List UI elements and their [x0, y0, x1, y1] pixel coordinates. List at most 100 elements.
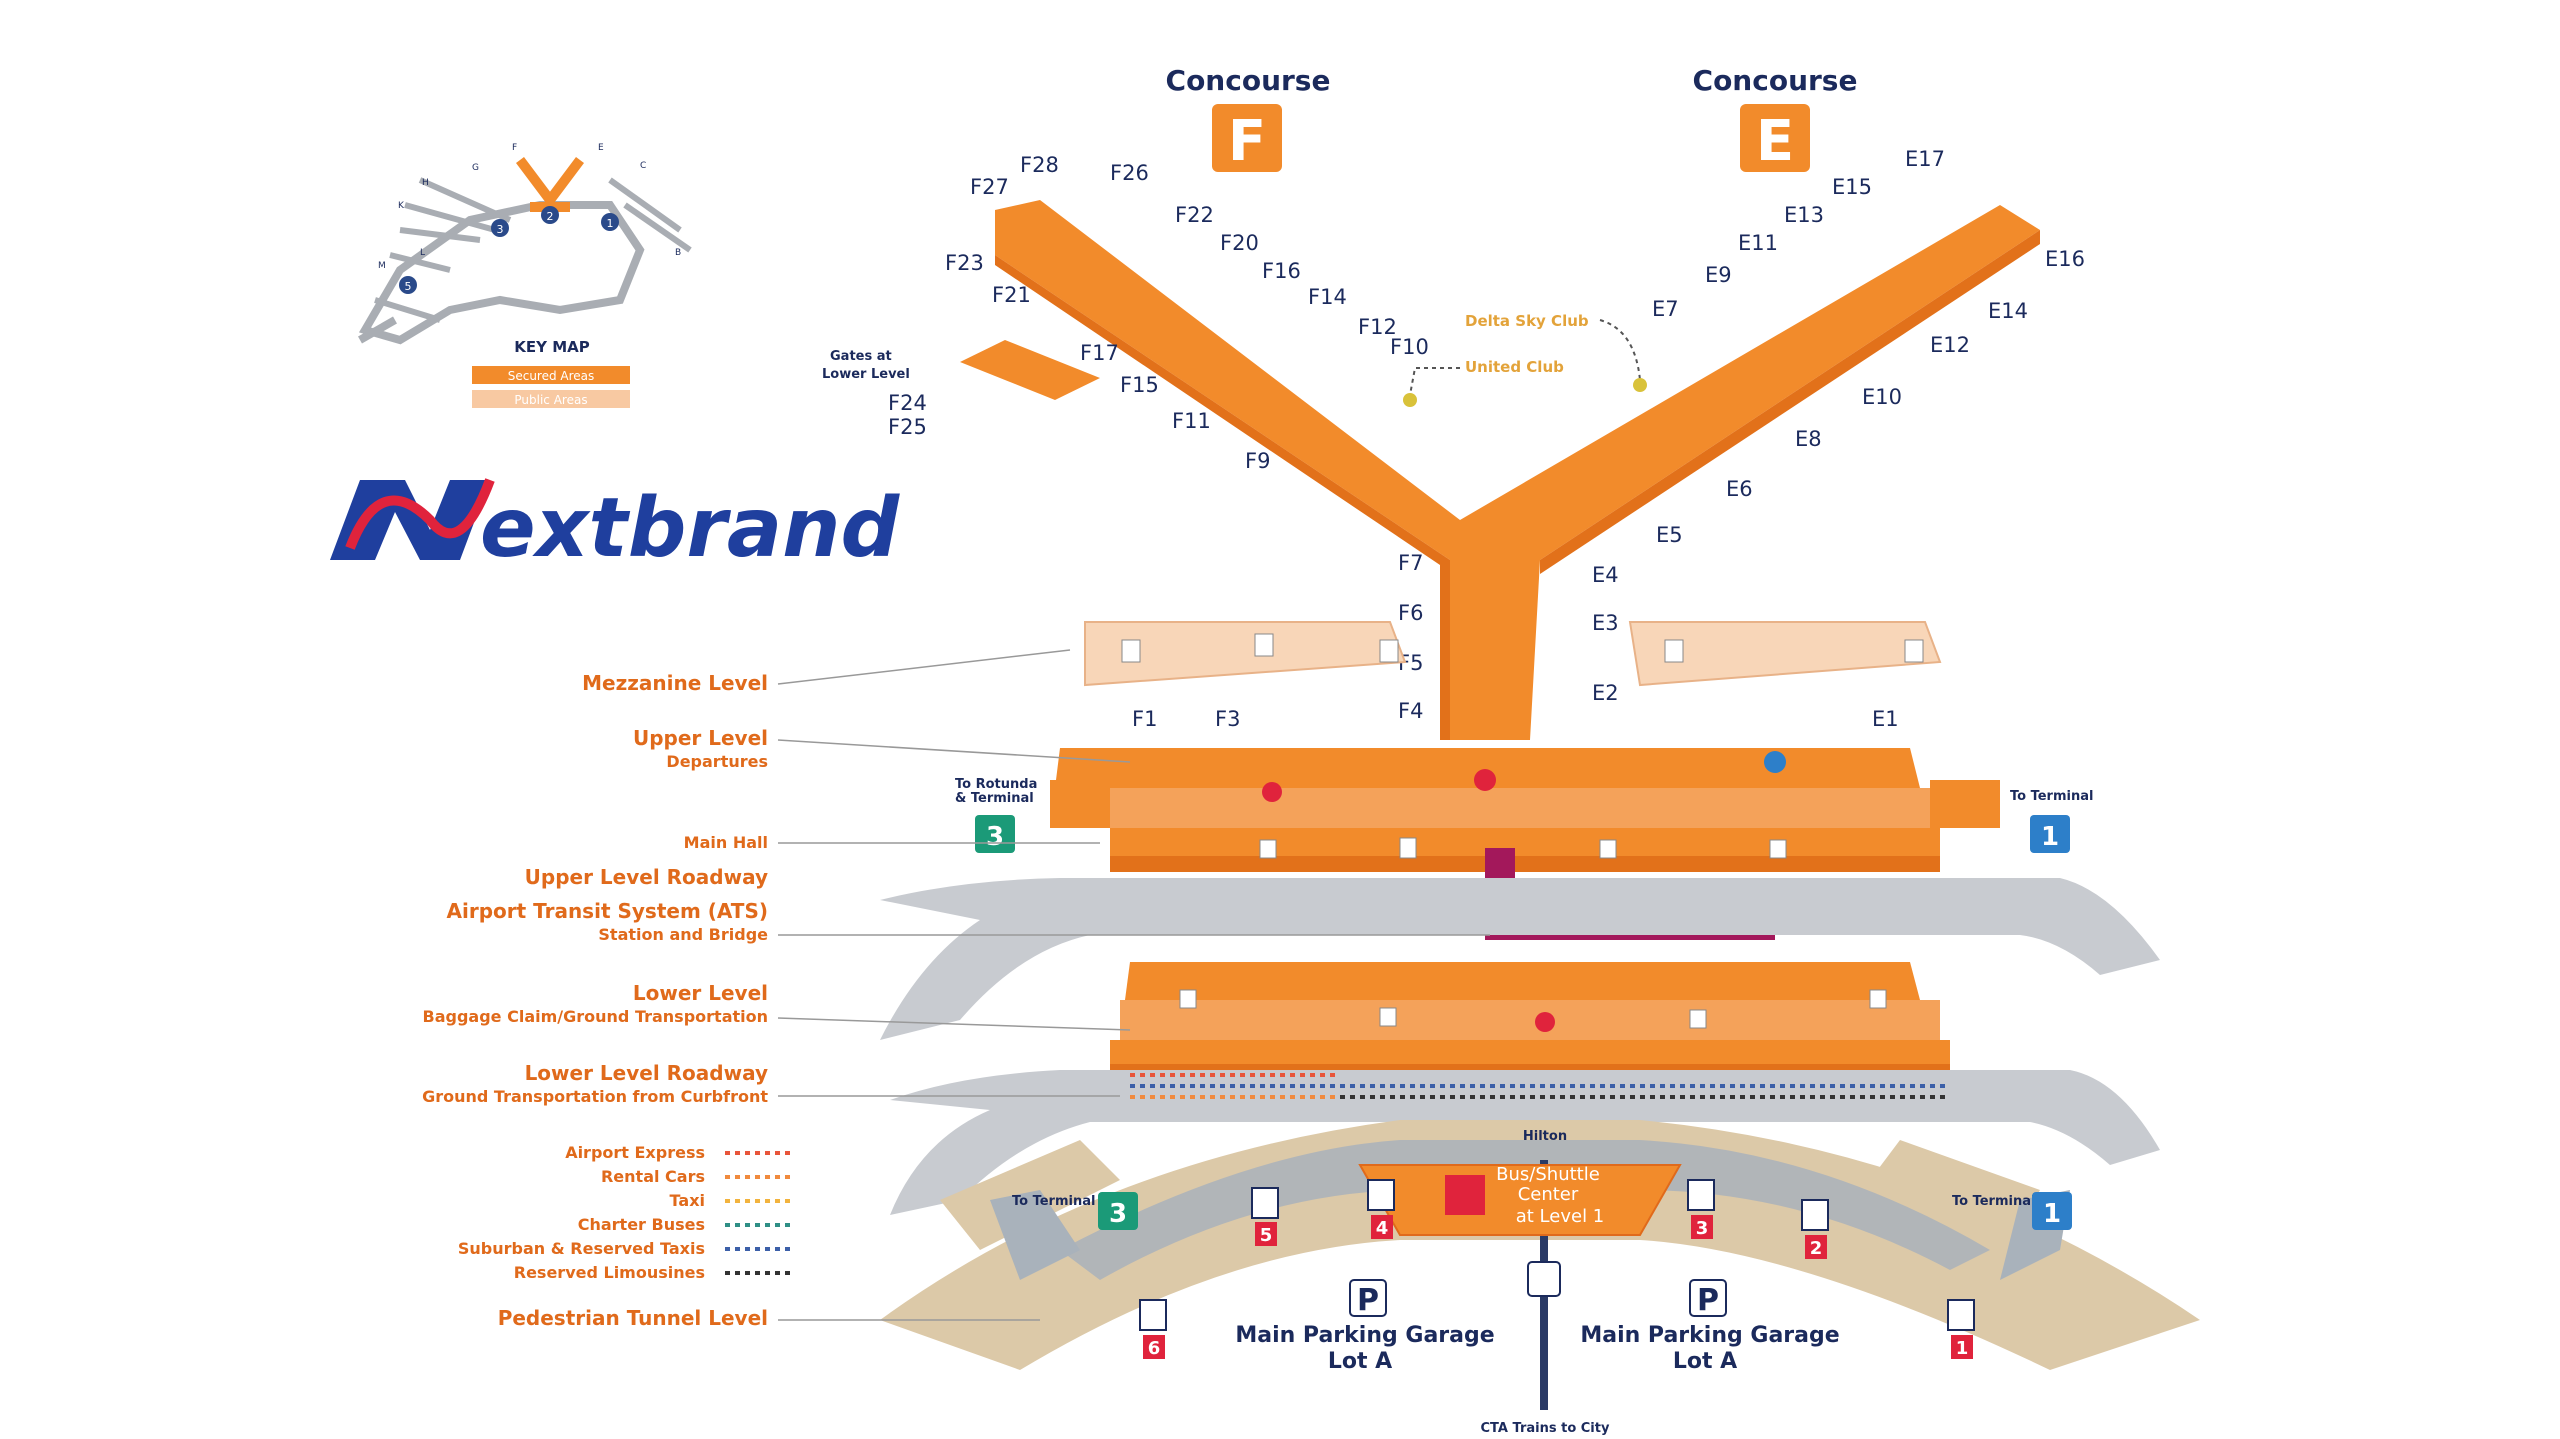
terminal-1-badge-tunnel: 1: [2043, 1199, 2061, 1229]
gate-f12: F12: [1358, 315, 1397, 339]
gate-e9: E9: [1705, 263, 1732, 287]
gate-e16: E16: [2045, 247, 2085, 271]
gate-labels-f: F28 F26 F27 F22 F20 F23 F16 F21 F14 F12 …: [945, 153, 1429, 731]
bus-center-line3: at Level 1: [1516, 1206, 1605, 1227]
gate-f25: F25: [888, 415, 927, 439]
key-map-terminal-2: 2: [547, 210, 554, 223]
gate-f1: F1: [1132, 707, 1157, 731]
gate-f22: F22: [1175, 203, 1214, 227]
brand-wordmark: extbrand: [480, 481, 901, 576]
key-map-letter-m: M: [378, 261, 386, 271]
terminal-badges-upper: To Rotunda & Terminal 3 To Terminal 1: [955, 777, 2093, 853]
to-terminal-3-tunnel: To Terminal: [1012, 1194, 1095, 1209]
gate-f27: F27: [970, 175, 1009, 199]
transport-legend: Airport Express Rental Cars Taxi Charter…: [458, 1143, 795, 1282]
united-club-label: United Club: [1465, 358, 1564, 376]
gate-e6: E6: [1726, 477, 1753, 501]
gate-f4: F4: [1398, 699, 1423, 723]
gate-e11: E11: [1738, 231, 1778, 255]
parking-right-line1: Main Parking Garage: [1580, 1323, 1839, 1348]
delta-sky-club-label: Delta Sky Club: [1465, 312, 1589, 330]
level-lower: Lower Level: [633, 981, 768, 1005]
legend-reserved-limousines: Reserved Limousines: [514, 1263, 705, 1282]
gate-e17: E17: [1905, 147, 1945, 171]
terminal-3-badge-tunnel: 3: [1109, 1199, 1127, 1229]
legend-taxi: Taxi: [670, 1191, 705, 1210]
gate-f14: F14: [1308, 285, 1347, 309]
gate-f20: F20: [1220, 231, 1259, 255]
gate-e4: E4: [1592, 563, 1619, 587]
key-map-terminal-5: 5: [405, 280, 412, 293]
level-lower-sub: Baggage Claim/Ground Transportation: [423, 1007, 768, 1026]
pedestrian-tunnel-level: [880, 1120, 2200, 1410]
gate-e2: E2: [1592, 681, 1619, 705]
gate-f26: F26: [1110, 161, 1149, 185]
bus-center-line2: Center: [1518, 1184, 1579, 1205]
gate-f10: F10: [1390, 335, 1429, 359]
parking-symbol-right: P: [1697, 1283, 1719, 1318]
level-upper-roadway: Upper Level Roadway: [525, 865, 768, 889]
level-mezzanine: Mezzanine Level: [582, 671, 768, 695]
level-lower-roadway-sub: Ground Transportation from Curbfront: [422, 1087, 768, 1106]
gate-e1: E1: [1872, 707, 1899, 731]
gate-e15: E15: [1832, 175, 1872, 199]
parking-left-line1: Main Parking Garage: [1235, 1323, 1494, 1348]
to-rotunda-label-2: & Terminal: [955, 791, 1034, 806]
gate-f16: F16: [1262, 259, 1301, 283]
elevator-2: 2: [1810, 1238, 1823, 1259]
parking-symbol-left: P: [1357, 1283, 1379, 1318]
gate-e3: E3: [1592, 611, 1619, 635]
legend-charter-buses: Charter Buses: [578, 1215, 705, 1234]
gate-e5: E5: [1656, 523, 1683, 547]
upper-level-roadway: [880, 878, 2160, 1040]
elevator-1: 1: [1956, 1338, 1969, 1359]
level-upper-sub: Departures: [666, 752, 768, 771]
gate-f7: F7: [1398, 551, 1423, 575]
key-map-title: KEY MAP: [514, 338, 589, 356]
bus-center-line1: Bus/Shuttle: [1496, 1164, 1600, 1185]
to-terminal-1-tunnel: To Terminal: [1952, 1194, 2035, 1209]
gate-f9: F9: [1245, 449, 1270, 473]
terminal-3-badge-upper: 3: [986, 822, 1004, 852]
brand-logo: extbrand: [330, 478, 901, 576]
concourse-f-title: Concourse: [1166, 64, 1331, 97]
gate-e10: E10: [1862, 385, 1902, 409]
key-map-letter-e: E: [598, 143, 604, 153]
elevator-5: 5: [1260, 1225, 1273, 1246]
gate-e14: E14: [1988, 299, 2028, 323]
tunnel-labels: Hilton Bus/Shuttle Center at Level 1 P M…: [1235, 1129, 1839, 1436]
key-map-public-label: Public Areas: [514, 393, 587, 407]
level-labels: Mezzanine Level Upper Level Departures M…: [422, 649, 1490, 1330]
gate-e8: E8: [1795, 427, 1822, 451]
elevator-badges: 6 5 4 3 2 1: [1139, 1179, 1975, 1359]
lower-level-note-line2: Lower Level: [822, 367, 910, 382]
to-terminal-1-label-upper: To Terminal: [2010, 789, 2093, 804]
level-ats-sub: Station and Bridge: [598, 925, 768, 944]
gate-f21: F21: [992, 283, 1031, 307]
level-pedestrian-tunnel: Pedestrian Tunnel Level: [498, 1306, 768, 1330]
mezzanine-level: [1084, 621, 1942, 687]
key-map-letter-g: G: [472, 163, 479, 173]
level-main-hall: Main Hall: [684, 833, 768, 852]
concourse-e-letter: E: [1756, 109, 1794, 174]
key-map-letter-b: B: [675, 248, 681, 258]
concourse-f-header: Concourse F: [1166, 64, 1331, 174]
lower-level-baggage: [1110, 962, 1950, 1078]
gate-e7: E7: [1652, 297, 1679, 321]
hilton-label: Hilton: [1523, 1129, 1567, 1144]
lower-level-gates-block: [960, 340, 1100, 400]
lower-level-roadway: [890, 1070, 2160, 1215]
concourse-e-title: Concourse: [1693, 64, 1858, 97]
key-map-secured-label: Secured Areas: [508, 369, 595, 383]
elevator-4: 4: [1376, 1218, 1389, 1239]
gate-f3: F3: [1215, 707, 1240, 731]
elevator-3: 3: [1696, 1218, 1709, 1239]
gate-f28: F28: [1020, 153, 1059, 177]
gate-e13: E13: [1784, 203, 1824, 227]
to-rotunda-label: To Rotunda: [955, 777, 1037, 792]
key-map-letter-k: K: [398, 201, 405, 211]
concourse-e-header: Concourse E: [1693, 64, 1858, 174]
cta-label: CTA Trains to City: [1481, 1421, 1610, 1436]
key-map-letter-l: L: [420, 248, 425, 258]
gate-f24: F24: [888, 391, 927, 415]
